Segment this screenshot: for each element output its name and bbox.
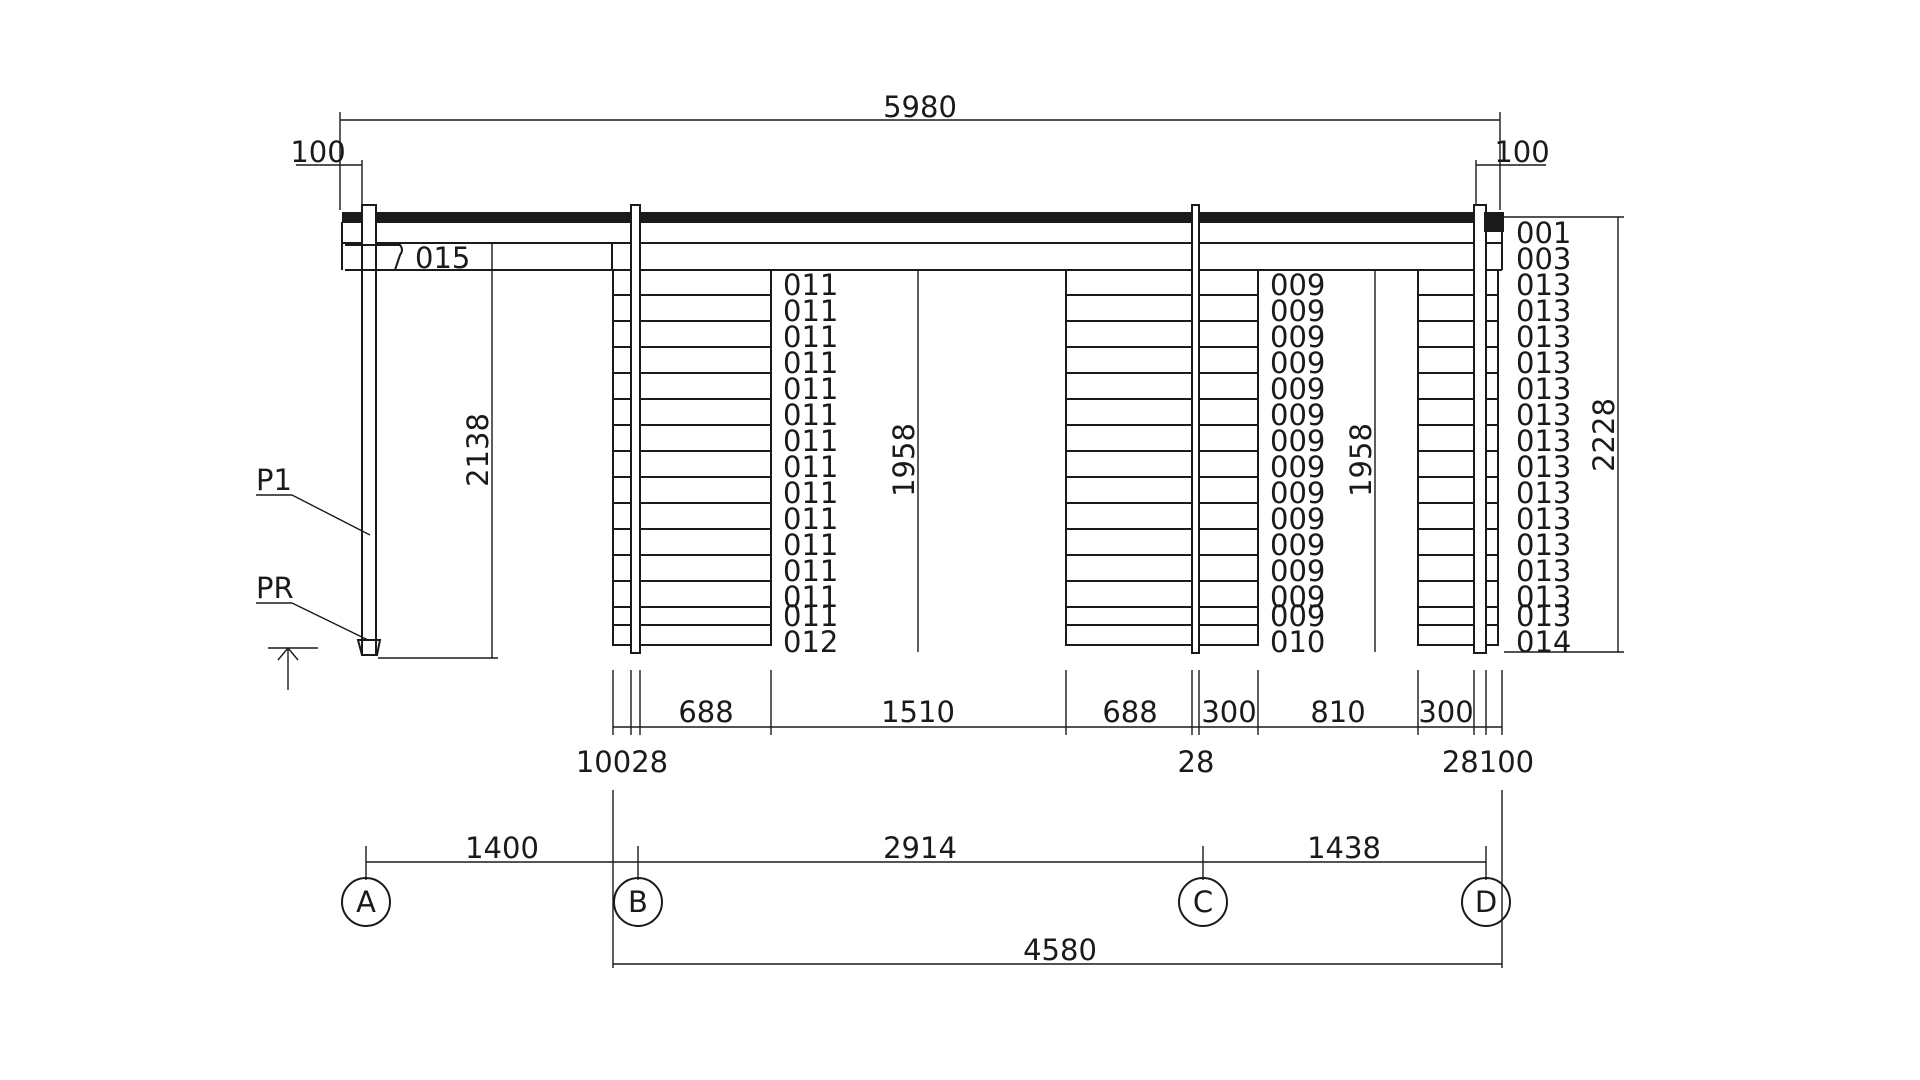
panel-b-tag: 011 <box>783 424 838 458</box>
callout-pr: PR <box>256 571 369 641</box>
panel-c-tag: 009 <box>1270 476 1325 510</box>
panel-b-tag: 011 <box>783 476 838 510</box>
overall-width-label: 5980 <box>883 90 957 124</box>
bay2-height-dimension: 1958 <box>1344 270 1378 652</box>
grid-axis-label: A <box>356 885 376 919</box>
panel-b-tag: 012 <box>783 625 838 659</box>
panel-c-tags: 009 009 009 009 009 009 009 009 009 009 … <box>1270 268 1325 659</box>
panel-d-tags: 001 003 013 013 013 013 013 013 013 013 … <box>1516 216 1571 659</box>
panel-b-tags: 011 011 011 011 011 011 011 011 011 011 … <box>783 268 838 659</box>
panel-c-tag: 009 <box>1270 528 1325 562</box>
panel-d-tag: 013 <box>1516 398 1571 432</box>
panel-c-tag: 009 <box>1270 580 1325 614</box>
callout-p1: P1 <box>256 463 371 536</box>
panel-c-tag: 009 <box>1270 502 1325 536</box>
left-height-label: 2138 <box>461 413 495 487</box>
panel-d-tag: 013 <box>1516 599 1571 633</box>
right-overhang-dimension: 100 <box>1475 135 1550 215</box>
left-overhang-dimension: 100 <box>290 135 363 215</box>
panel-b-tag: 011 <box>783 450 838 484</box>
panel-b-tag: 011 <box>783 320 838 354</box>
panel-d-tag: 013 <box>1516 528 1571 562</box>
panel-d-boards <box>1417 204 1504 654</box>
bay1-height-label: 1958 <box>887 423 921 497</box>
panel-c-tag: 009 <box>1270 268 1325 302</box>
panel-d-tag: 001 <box>1516 216 1571 250</box>
panel-d-tag: 013 <box>1516 294 1571 328</box>
panel-d-tag: 013 <box>1516 424 1571 458</box>
panel-c-tag: 009 <box>1270 320 1325 354</box>
segment-dimension-row: 688 1510 688 300 810 300 10028 28 28100 <box>576 670 1534 779</box>
bay2-height-label: 1958 <box>1344 423 1378 497</box>
grid-axis-label: D <box>1475 885 1497 919</box>
panel-d-tag: 013 <box>1516 476 1571 510</box>
panel-c-tag: 009 <box>1270 424 1325 458</box>
overall-width-dimension: 5980 <box>339 90 1501 210</box>
seg-1510-label: 1510 <box>881 695 955 729</box>
panel-d-tag: 003 <box>1516 242 1571 276</box>
roof-beam <box>341 212 1503 271</box>
seg-810-label: 810 <box>1310 695 1365 729</box>
grid-axis-label: C <box>1193 885 1213 919</box>
panel-c-tag: 009 <box>1270 599 1325 633</box>
panel-c-tag: 009 <box>1270 372 1325 406</box>
grid-bc-label: 2914 <box>883 831 957 865</box>
panel-c-tag: 009 <box>1270 398 1325 432</box>
panel-c-boards <box>1065 204 1259 654</box>
grid-dimension-row: 1400 2914 1438 4580 <box>365 790 1503 968</box>
right-overhang-label: 100 <box>1494 135 1549 169</box>
seg-688-b-label: 688 <box>1102 695 1157 729</box>
grid-axis-a: A <box>341 877 391 927</box>
panel-d-tag: 013 <box>1516 372 1571 406</box>
panel-d-tag: 013 <box>1516 554 1571 588</box>
grid-axis-c: C <box>1178 877 1228 927</box>
panel-b-tag: 011 <box>783 580 838 614</box>
p1-label: P1 <box>256 463 292 497</box>
overall-height-label: 2228 <box>1587 398 1621 472</box>
panel-c-tag: 009 <box>1270 554 1325 588</box>
seg-300-b-label: 300 <box>1418 695 1473 729</box>
panel-b-tag: 011 <box>783 502 838 536</box>
panel-c-tag: 009 <box>1270 450 1325 484</box>
panel-b-tag: 011 <box>783 346 838 380</box>
panel-d-tag: 013 <box>1516 320 1571 354</box>
level-arrow-icon <box>268 646 318 690</box>
pr-label: PR <box>256 571 294 605</box>
panel-b-tag: 011 <box>783 268 838 302</box>
panel-c-tag: 009 <box>1270 346 1325 380</box>
grid-bd-label: 4580 <box>1023 933 1097 967</box>
small-28100-label: 28100 <box>1442 745 1534 779</box>
bracket-tag: 015 <box>415 241 470 275</box>
grid-axis-d: D <box>1461 877 1511 927</box>
bay1-height-dimension: 1958 <box>887 270 921 652</box>
overall-height-dimension: 2228 <box>1504 216 1624 653</box>
grid-cd-label: 1438 <box>1307 831 1381 865</box>
panel-d-tag: 013 <box>1516 346 1571 380</box>
panel-b-tag: 011 <box>783 528 838 562</box>
left-post: 015 <box>345 204 470 656</box>
panel-b-boards <box>612 204 772 654</box>
panel-d-tag: 013 <box>1516 502 1571 536</box>
panel-d-tag: 014 <box>1516 625 1571 659</box>
panel-c-tag: 009 <box>1270 294 1325 328</box>
panel-b-tag: 011 <box>783 398 838 432</box>
left-height-dimension: 2138 <box>378 242 498 659</box>
panel-b-tag: 011 <box>783 554 838 588</box>
seg-688-a-label: 688 <box>678 695 733 729</box>
left-overhang-label: 100 <box>290 135 345 169</box>
panel-c-tag: 010 <box>1270 625 1325 659</box>
small-28-label: 28 <box>1178 745 1215 779</box>
small-10028-label: 10028 <box>576 745 668 779</box>
panel-d-tag: 013 <box>1516 580 1571 614</box>
panel-b-tag: 011 <box>783 294 838 328</box>
panel-d-tag: 013 <box>1516 268 1571 302</box>
panel-d-tag: 013 <box>1516 450 1571 484</box>
seg-300-a-label: 300 <box>1201 695 1256 729</box>
panel-b-tag: 011 <box>783 372 838 406</box>
panel-b-tag: 011 <box>783 599 838 633</box>
grid-axis-b: B <box>613 877 663 927</box>
grid-axis-label: B <box>628 885 648 919</box>
grid-ab-label: 1400 <box>465 831 539 865</box>
